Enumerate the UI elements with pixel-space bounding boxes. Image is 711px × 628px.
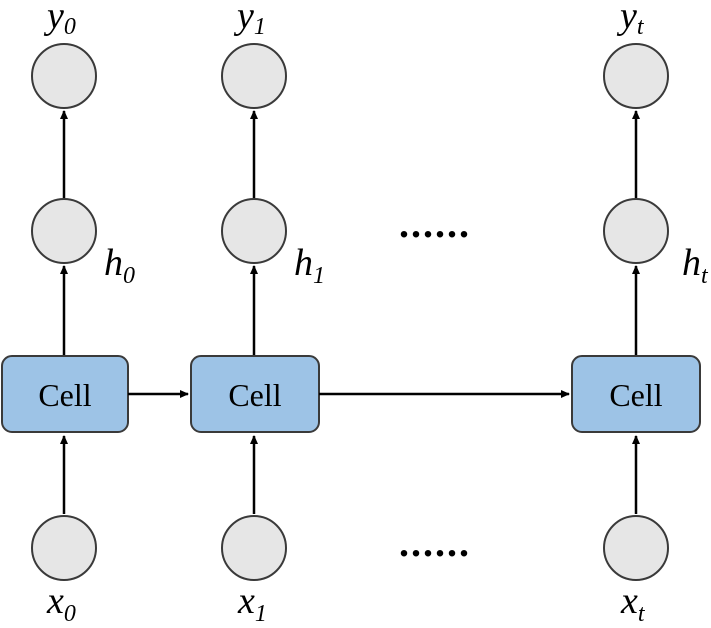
output-label-yt: yt xyxy=(616,0,645,40)
column-t: yt ht Cell xt xyxy=(571,0,709,627)
cell-t xyxy=(571,355,701,433)
input-node-x1 xyxy=(221,515,287,581)
output-label-y0: y0 xyxy=(43,0,76,40)
output-label-y1: y1 xyxy=(233,0,266,40)
column-1: y1 h1 Cell x1 xyxy=(190,0,325,627)
column-0: y0 h0 Cell x0 xyxy=(1,0,135,627)
output-node-yt xyxy=(603,43,669,109)
input-label-x0: x0 xyxy=(46,580,76,627)
hidden-label-h0: h0 xyxy=(104,242,135,289)
hidden-node-h1 xyxy=(221,198,287,264)
hidden-label-h1: h1 xyxy=(294,242,325,289)
output-node-y1 xyxy=(221,43,287,109)
output-node-y0 xyxy=(31,43,97,109)
ellipsis-input: ...... xyxy=(399,520,471,565)
input-label-xt: xt xyxy=(620,580,646,627)
cell-1-label: Cell xyxy=(228,377,281,413)
ellipsis-hidden: ...... xyxy=(399,201,471,246)
input-node-x0 xyxy=(31,515,97,581)
input-node-xt xyxy=(603,515,669,581)
hidden-node-ht xyxy=(603,198,669,264)
cell-t-label: Cell xyxy=(609,377,662,413)
hidden-node-h0 xyxy=(31,198,97,264)
cell-0-label: Cell xyxy=(38,377,91,413)
hidden-label-ht: ht xyxy=(682,242,709,289)
input-label-x1: x1 xyxy=(237,580,267,627)
